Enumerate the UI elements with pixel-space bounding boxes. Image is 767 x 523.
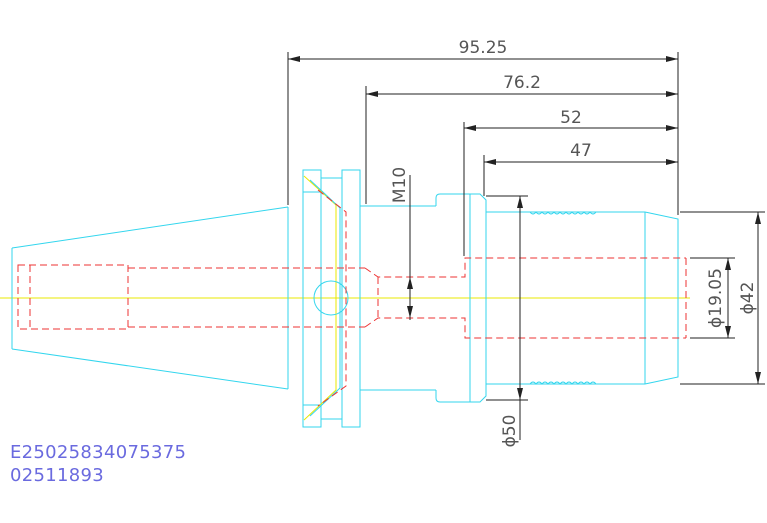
dimension-arrows — [288, 56, 761, 400]
dim-thread: M10 — [390, 167, 410, 203]
dim-bore-diameter: ϕ19.05 — [706, 268, 726, 328]
dim-shank-length: 52 — [560, 108, 582, 128]
dim-overall-length: 95.25 — [459, 38, 508, 58]
part-code-line1: E25025834075375 — [10, 442, 187, 463]
holder-outline — [11, 169, 679, 428]
dim-grip-length: 47 — [570, 141, 592, 161]
dim-flange-to-end: 76.2 — [503, 73, 541, 93]
drive-key-circle — [313, 280, 349, 316]
dim-body-diameter: ϕ42 — [738, 282, 758, 315]
dim-flange-diameter: ϕ50 — [500, 415, 520, 448]
dimension-lines — [287, 52, 765, 440]
hidden-lines — [17, 189, 687, 407]
part-code-line2: 02511893 — [10, 465, 105, 486]
flange-groove — [303, 175, 341, 421]
